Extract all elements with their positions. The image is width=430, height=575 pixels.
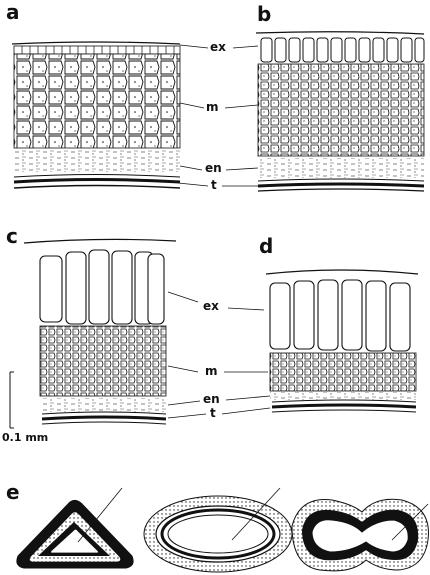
leader-m-a (180, 103, 204, 108)
panel-label-d: d (259, 236, 273, 256)
leader-ex-c (168, 292, 198, 302)
leader-lines (168, 45, 270, 418)
label-tegmen-ab: t (211, 179, 217, 191)
panel-b-tegmen (258, 179, 424, 191)
panel-label-c: c (6, 226, 18, 246)
panel-c-outer-surface (24, 239, 176, 243)
label-exotesta-ab: ex (210, 41, 226, 53)
panel-d-endotesta (270, 392, 416, 400)
panel-d-outer-surface (266, 270, 418, 274)
panel-c-tegmen (42, 412, 166, 424)
panel-d-exotesta (270, 280, 410, 351)
cross-section-oval (144, 488, 292, 572)
leader-en-a (180, 166, 202, 170)
label-tegmen-cd: t (210, 407, 216, 419)
panel-a-exotesta (14, 46, 180, 54)
panel-c-exotesta (40, 250, 164, 324)
panel-e (17, 488, 429, 572)
panel-c-endotesta (40, 398, 166, 412)
panel-a-tegmen (14, 175, 180, 189)
label-endotesta-cd: en (203, 393, 220, 405)
panel-b-endotesta (258, 158, 424, 178)
panel-a (12, 42, 180, 188)
panel-d (266, 270, 418, 412)
panel-label-b: b (257, 4, 271, 24)
panel-b-exotesta (261, 38, 424, 62)
panel-c (24, 239, 176, 424)
scale-bar (10, 372, 14, 428)
leader-en-d (226, 396, 270, 400)
leader-m-c (168, 366, 198, 372)
leader-t-c (168, 414, 206, 418)
cross-section-bilobed (292, 499, 428, 571)
label-mesotesta-cd: m (205, 365, 218, 377)
panel-b (256, 32, 424, 191)
panel-b-outer-surface (256, 32, 424, 34)
panel-a-outer-surface (12, 42, 180, 44)
panel-label-e: e (6, 482, 20, 502)
panel-a-endotesta (14, 150, 180, 172)
leader-t-a (178, 183, 208, 186)
leader-en-c (168, 401, 200, 405)
panel-label-a: a (6, 2, 20, 22)
panel-d-tegmen (272, 400, 416, 412)
leader-ex-a (180, 45, 208, 48)
leader-m-b (225, 105, 258, 108)
label-exotesta-cd: ex (203, 300, 219, 312)
panel-a-mesotesta (14, 54, 180, 148)
panel-b-mesotesta (258, 64, 424, 156)
leader-ex-b (233, 46, 258, 48)
leader-ex-d (228, 308, 264, 310)
label-endotesta-ab: en (205, 162, 222, 174)
leader-en-b (226, 168, 258, 170)
scale-bar-label: 0.1 mm (2, 432, 48, 443)
cross-section-triangular (17, 488, 133, 568)
panel-c-mesotesta (40, 326, 166, 396)
label-mesotesta-ab: m (206, 101, 219, 113)
leader-t-d (222, 408, 270, 414)
panel-d-mesotesta (270, 353, 416, 391)
